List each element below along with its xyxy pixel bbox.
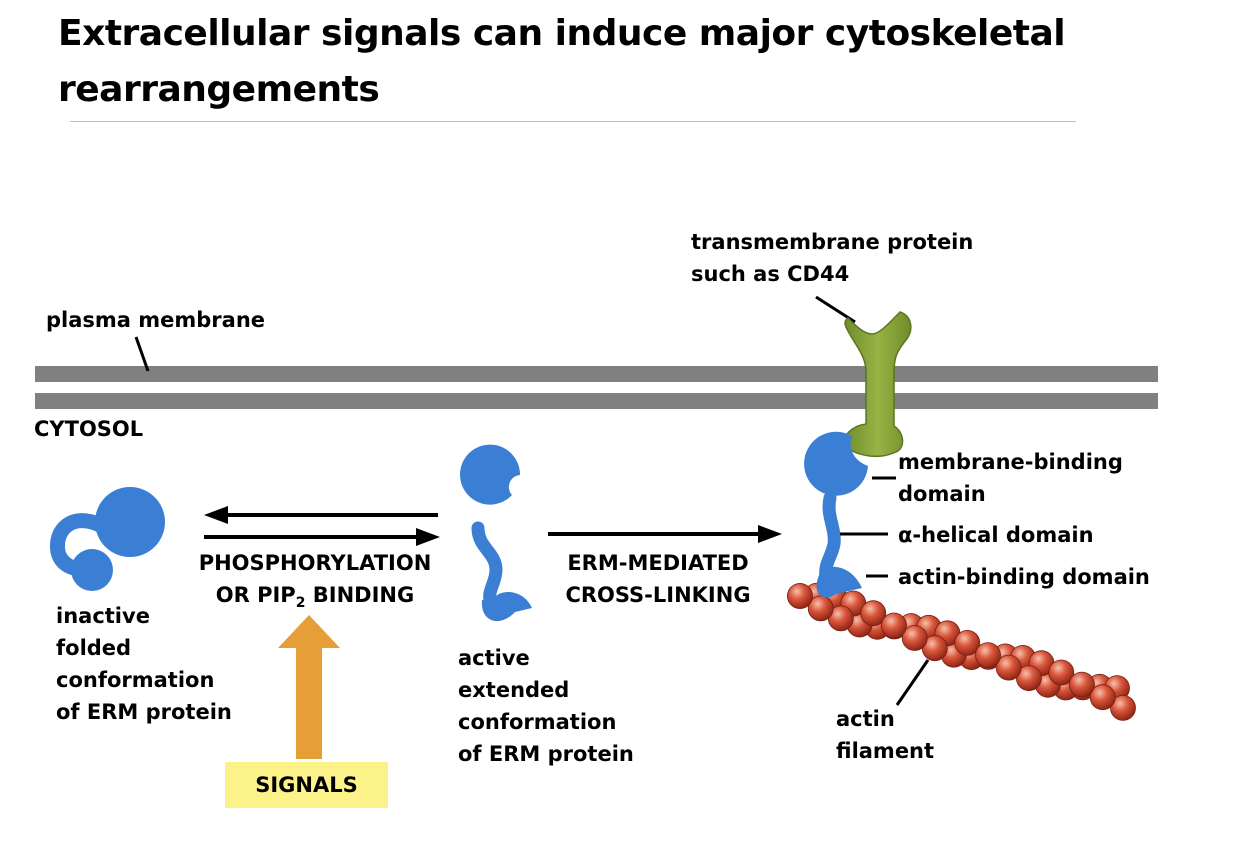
membrane-inner-leaflet — [35, 393, 1158, 409]
transmembrane-line-1: transmembrane protein — [691, 230, 974, 254]
domain-pointers — [840, 476, 930, 706]
actin-monomer — [1016, 665, 1042, 691]
bound-erm-protein — [804, 431, 868, 598]
inactive-erm-large-domain — [95, 487, 165, 557]
active-erm-helical-stalk — [471, 521, 503, 607]
inactive-line-3: conformation — [56, 668, 215, 692]
cross-linking-arrow — [548, 525, 782, 543]
bound-erm-actin-binding-domain — [816, 566, 862, 598]
pip-subscript: 2 — [295, 595, 306, 612]
erm-line-1: ERM-MEDIATED — [567, 551, 749, 575]
forward-arrowhead — [416, 528, 440, 546]
inactive-line-1: inactive — [56, 604, 150, 628]
bound-erm-helical-stalk — [819, 491, 841, 583]
active-line-3: conformation — [458, 710, 617, 734]
inactive-erm-label: inactive folded conformation of ERM prot… — [56, 600, 232, 728]
active-line-2: extended — [458, 678, 570, 702]
pip-text: OR PIP — [215, 583, 296, 607]
actin-monomer — [1089, 684, 1116, 711]
membrane-outer-leaflet — [35, 366, 1158, 382]
inactive-line-2: folded — [56, 636, 132, 660]
signals-box: SIGNALS — [225, 762, 388, 808]
signals-label: SIGNALS — [255, 773, 358, 797]
actin-monomer — [954, 630, 981, 656]
reverse-arrowhead — [204, 506, 228, 524]
actin-monomer — [901, 625, 928, 651]
actin-monomer — [807, 595, 834, 622]
active-line-1: active — [458, 646, 530, 670]
actin-monomer — [787, 583, 813, 609]
bound-erm-membrane-binding-domain — [804, 431, 868, 496]
alpha-helical-label: α-helical domain — [898, 523, 1094, 547]
actin-monomer — [995, 654, 1022, 681]
slide-title: Extracellular signals can induce major c… — [58, 6, 1138, 118]
plasma-membrane-pointer — [134, 336, 150, 372]
actin-monomer — [860, 600, 887, 627]
active-erm-actin-binding-domain — [481, 592, 532, 622]
title-line-1: Extracellular signals can induce major c… — [58, 13, 1066, 54]
actin-filament-label: actin filament — [836, 703, 934, 767]
actin-filament-pointer — [895, 659, 930, 706]
active-erm-protein — [460, 444, 532, 622]
title-line-2: rearrangements — [58, 69, 380, 110]
membrane-binding-label: membrane-binding domain — [898, 446, 1123, 510]
active-erm-label: active extended conformation of ERM prot… — [458, 642, 634, 770]
title-divider — [70, 121, 1076, 122]
erm-cross-linking-label: ERM-MEDIATED CROSS-LINKING — [540, 547, 776, 611]
phosphorylation-line-1: PHOSPHORYLATION — [198, 551, 432, 575]
signals-arrow — [278, 615, 340, 759]
actin-monomer — [1110, 695, 1136, 721]
active-erm-membrane-binding-domain — [460, 444, 521, 505]
actin-filament-line-2: filament — [836, 739, 935, 763]
inactive-line-4: of ERM protein — [56, 700, 232, 724]
cd44-transmembrane-protein — [843, 311, 912, 458]
phosphorylation-line-2: OR PIP2 BINDING — [215, 583, 415, 611]
actin-filament — [787, 582, 1136, 721]
membrane-binding-line-1: membrane-binding — [898, 450, 1123, 474]
inactive-erm-small-domain — [71, 549, 113, 591]
transmembrane-label: transmembrane protein such as CD44 — [691, 226, 973, 290]
plasma-membrane — [35, 366, 1158, 409]
plasma-membrane-label: plasma membrane — [46, 308, 266, 332]
phosphorylation-label: PHOSPHORYLATION OR PIP2 BINDING — [180, 547, 450, 619]
actin-filament-line-1: actin — [836, 707, 895, 731]
inactive-erm-protein — [49, 487, 165, 591]
equilibrium-arrows — [204, 506, 440, 546]
actin-binding-label: actin-binding domain — [898, 565, 1150, 589]
cytosol-label: CYTOSOL — [34, 417, 144, 441]
actin-monomer — [975, 642, 1001, 668]
transmembrane-line-2: such as CD44 — [691, 262, 850, 286]
binding-text: BINDING — [305, 583, 415, 607]
active-line-4: of ERM protein — [458, 742, 634, 766]
actin-monomer — [1069, 671, 1095, 698]
actin-monomer — [1048, 659, 1075, 686]
erm-line-2: CROSS-LINKING — [565, 583, 751, 607]
membrane-binding-line-2: domain — [898, 482, 986, 506]
actin-monomer — [881, 612, 907, 639]
